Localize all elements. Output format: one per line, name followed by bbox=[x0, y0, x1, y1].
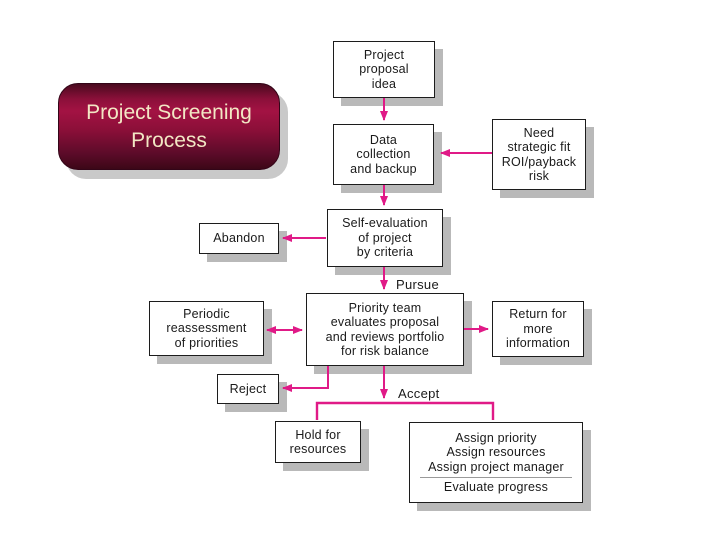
node-priority-team: Priority team evaluates proposal and rev… bbox=[306, 293, 464, 366]
node-hold-for-resources: Hold for resources bbox=[275, 421, 361, 463]
accept-label: Accept bbox=[398, 386, 440, 401]
node-reject: Reject bbox=[217, 374, 279, 404]
page-title: Project Screening Process bbox=[86, 100, 252, 152]
node-label: Data collection and backup bbox=[350, 132, 417, 176]
connector-priority-team-to-reject bbox=[282, 366, 329, 392]
node-need-strategic-fit: Need strategic fit ROI/payback risk bbox=[492, 119, 586, 190]
node-project-proposal-idea: Project proposal idea bbox=[333, 41, 435, 98]
node-label: Assign priority Assign resources Assign … bbox=[428, 430, 564, 474]
divider-line bbox=[420, 477, 572, 478]
node-abandon: Abandon bbox=[199, 223, 279, 254]
node-return-for-information: Return for more information bbox=[492, 301, 584, 357]
node-label: Project proposal idea bbox=[359, 47, 409, 91]
node-sublabel: Evaluate progress bbox=[443, 480, 549, 494]
node-label: Reject bbox=[229, 381, 267, 396]
node-label: Abandon bbox=[213, 231, 265, 246]
node-label: Priority team evaluates proposal and rev… bbox=[325, 300, 445, 359]
node-data-collection: Data collection and backup bbox=[333, 124, 434, 185]
title-banner: Project Screening Process bbox=[58, 83, 280, 170]
node-periodic-reassessment: Periodic reassessment of priorities bbox=[149, 301, 264, 356]
pursue-label: Pursue bbox=[396, 277, 439, 292]
node-label: Return for more information bbox=[505, 307, 571, 351]
node-label: Hold for resources bbox=[289, 427, 347, 457]
node-label: Periodic reassessment of priorities bbox=[166, 306, 247, 350]
node-label: Need strategic fit ROI/payback risk bbox=[501, 125, 577, 184]
node-label: Self-evaluation of project by criteria bbox=[342, 216, 428, 260]
node-self-evaluation: Self-evaluation of project by criteria bbox=[327, 209, 443, 267]
connector-accept-branch bbox=[315, 401, 495, 420]
node-assign-priority: Assign priority Assign resources Assign … bbox=[409, 422, 583, 503]
